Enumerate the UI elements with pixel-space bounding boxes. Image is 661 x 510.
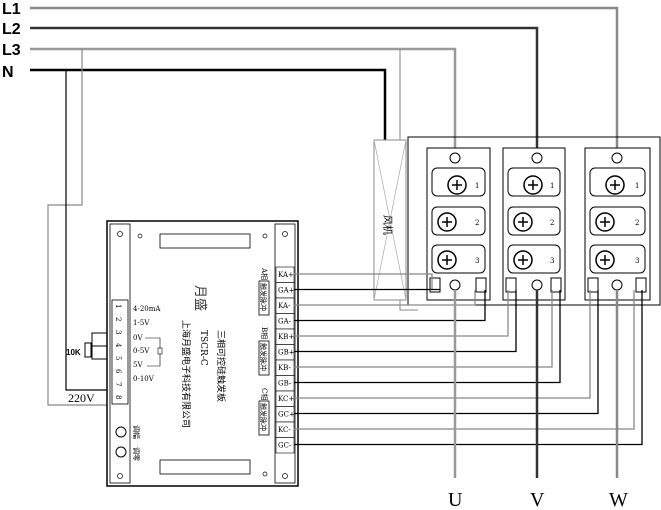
output-w: W bbox=[609, 489, 628, 510]
gate-wire bbox=[294, 290, 509, 337]
knob-label: 调幅 bbox=[132, 425, 141, 439]
terminal-kb-negpos[interactable]: KB+ bbox=[278, 333, 294, 341]
board-supply-l3 bbox=[47, 49, 110, 406]
terminal-5[interactable]: 5 bbox=[114, 356, 122, 360]
terminal-box bbox=[275, 437, 295, 454]
fan-wire bbox=[399, 49, 418, 311]
gate-wire bbox=[294, 290, 486, 322]
fan-label: 风机 bbox=[381, 215, 394, 235]
phase-c-label: C相 bbox=[260, 388, 269, 400]
zero-knob[interactable] bbox=[115, 446, 127, 458]
knob-label: 调零 bbox=[132, 447, 141, 461]
terminal-8[interactable]: 8 bbox=[114, 395, 122, 399]
module-terminal-label: 2 bbox=[475, 219, 479, 227]
terminal-kc-negpos[interactable]: KC+ bbox=[278, 395, 294, 403]
phase-a-label: A相 bbox=[260, 267, 269, 280]
terminal-kb-neg[interactable]: KB- bbox=[278, 364, 292, 372]
terminal-gc-negpos[interactable]: GC+ bbox=[278, 411, 295, 419]
label-n: N bbox=[2, 64, 14, 81]
input-label: 4-20mA bbox=[133, 305, 161, 313]
board-supply-n bbox=[65, 70, 110, 391]
input-label: 1-5V bbox=[133, 319, 150, 327]
terminal-7[interactable]: 7 bbox=[114, 382, 122, 386]
right-terminal-block: KA+ GA+ KA- GA- KB+ GB+ KB- GB- KC+ GC+ KC- GC- bbox=[275, 266, 295, 454]
trigger-board: 1 2 3 4 5 6 7 8 4-20mA 1-5V 0V 0-5V 5V 0… bbox=[106, 220, 299, 487]
scr-module: 1 2 3 bbox=[584, 147, 651, 301]
terminal-gb-neg[interactable]: GB- bbox=[278, 380, 292, 388]
terminal-1[interactable]: 1 bbox=[114, 304, 122, 308]
adjust-knob[interactable] bbox=[115, 426, 127, 438]
terminal-2[interactable]: 2 bbox=[114, 317, 122, 321]
module-terminal-label: 3 bbox=[550, 257, 554, 265]
l1-wire bbox=[30, 6, 619, 155]
module-terminal-label: 1 bbox=[635, 182, 639, 190]
l2-wire bbox=[30, 26, 539, 155]
terminal-gb-negpos[interactable]: GB+ bbox=[278, 349, 295, 357]
input-label: 5V bbox=[133, 361, 143, 369]
supply-voltage-label: 220V bbox=[68, 391, 95, 405]
svg-text:10K: 10K bbox=[66, 348, 81, 357]
label-l3: L3 bbox=[2, 42, 21, 59]
left-terminal-block: 1 2 3 4 5 6 7 8 bbox=[111, 299, 129, 405]
terminal-gc-neg[interactable]: GC- bbox=[278, 442, 292, 450]
terminal-ga-neg[interactable]: GA- bbox=[278, 318, 292, 326]
module-terminal-label: 2 bbox=[550, 219, 554, 227]
output-u: U bbox=[448, 489, 463, 510]
pulse-label: 触发脉冲 bbox=[259, 343, 268, 371]
module-terminal-label: 3 bbox=[475, 257, 479, 265]
fan: 风机 bbox=[373, 139, 407, 301]
company-name: 上海月盛电子科技有限公司 bbox=[180, 320, 192, 428]
l3-wire bbox=[30, 47, 457, 155]
module-enclosure bbox=[407, 136, 661, 306]
label-l2: L2 bbox=[2, 21, 21, 38]
gate-wire bbox=[294, 290, 635, 430]
input-label: 0-10V bbox=[133, 375, 155, 383]
gate-wire bbox=[294, 290, 599, 415]
label-l1: L1 bbox=[2, 1, 21, 18]
module-terminal-label: 2 bbox=[635, 219, 639, 227]
module-terminal-label: 1 bbox=[550, 182, 554, 190]
supply-lines bbox=[30, 6, 619, 155]
input-label: 0V bbox=[133, 334, 143, 342]
output-v: V bbox=[530, 489, 545, 510]
brand-logo: 月盛 bbox=[192, 285, 207, 311]
terminal-ga-negpos[interactable]: GA+ bbox=[278, 287, 295, 295]
terminal-6[interactable]: 6 bbox=[114, 369, 122, 374]
gate-wire bbox=[294, 288, 441, 291]
potentiometer-10k: 10K bbox=[66, 332, 112, 360]
gate-wire bbox=[294, 290, 643, 446]
gate-wire bbox=[294, 290, 517, 353]
terminal-ka-neg[interactable]: KA- bbox=[278, 302, 291, 310]
n-wire bbox=[30, 68, 387, 140]
board-title: 三相可控硅触发板 bbox=[215, 330, 227, 402]
pulse-label: 触发脉冲 bbox=[259, 283, 268, 311]
gate-wire bbox=[294, 290, 476, 306]
terminal-kc-neg[interactable]: KC- bbox=[278, 426, 291, 434]
model-number: TSCR-C bbox=[198, 330, 208, 366]
pulse-label: 触发脉冲 bbox=[259, 403, 268, 431]
scr-module: 1 2 3 bbox=[426, 147, 491, 301]
gate-wire bbox=[294, 290, 553, 368]
module-terminal-label: 1 bbox=[475, 182, 479, 190]
gate-wire bbox=[294, 290, 561, 384]
terminal-4[interactable]: 4 bbox=[114, 343, 122, 348]
input-label: 0-5V bbox=[133, 347, 150, 355]
phase-b-label: B相 bbox=[260, 327, 269, 339]
module-terminal-label: 3 bbox=[635, 257, 639, 265]
gate-wire bbox=[294, 273, 433, 290]
gate-wire bbox=[294, 290, 591, 399]
terminal-ka-negpos[interactable]: KA+ bbox=[278, 271, 294, 279]
terminal-3[interactable]: 3 bbox=[114, 330, 122, 334]
scr-module: 1 2 3 bbox=[502, 147, 566, 301]
